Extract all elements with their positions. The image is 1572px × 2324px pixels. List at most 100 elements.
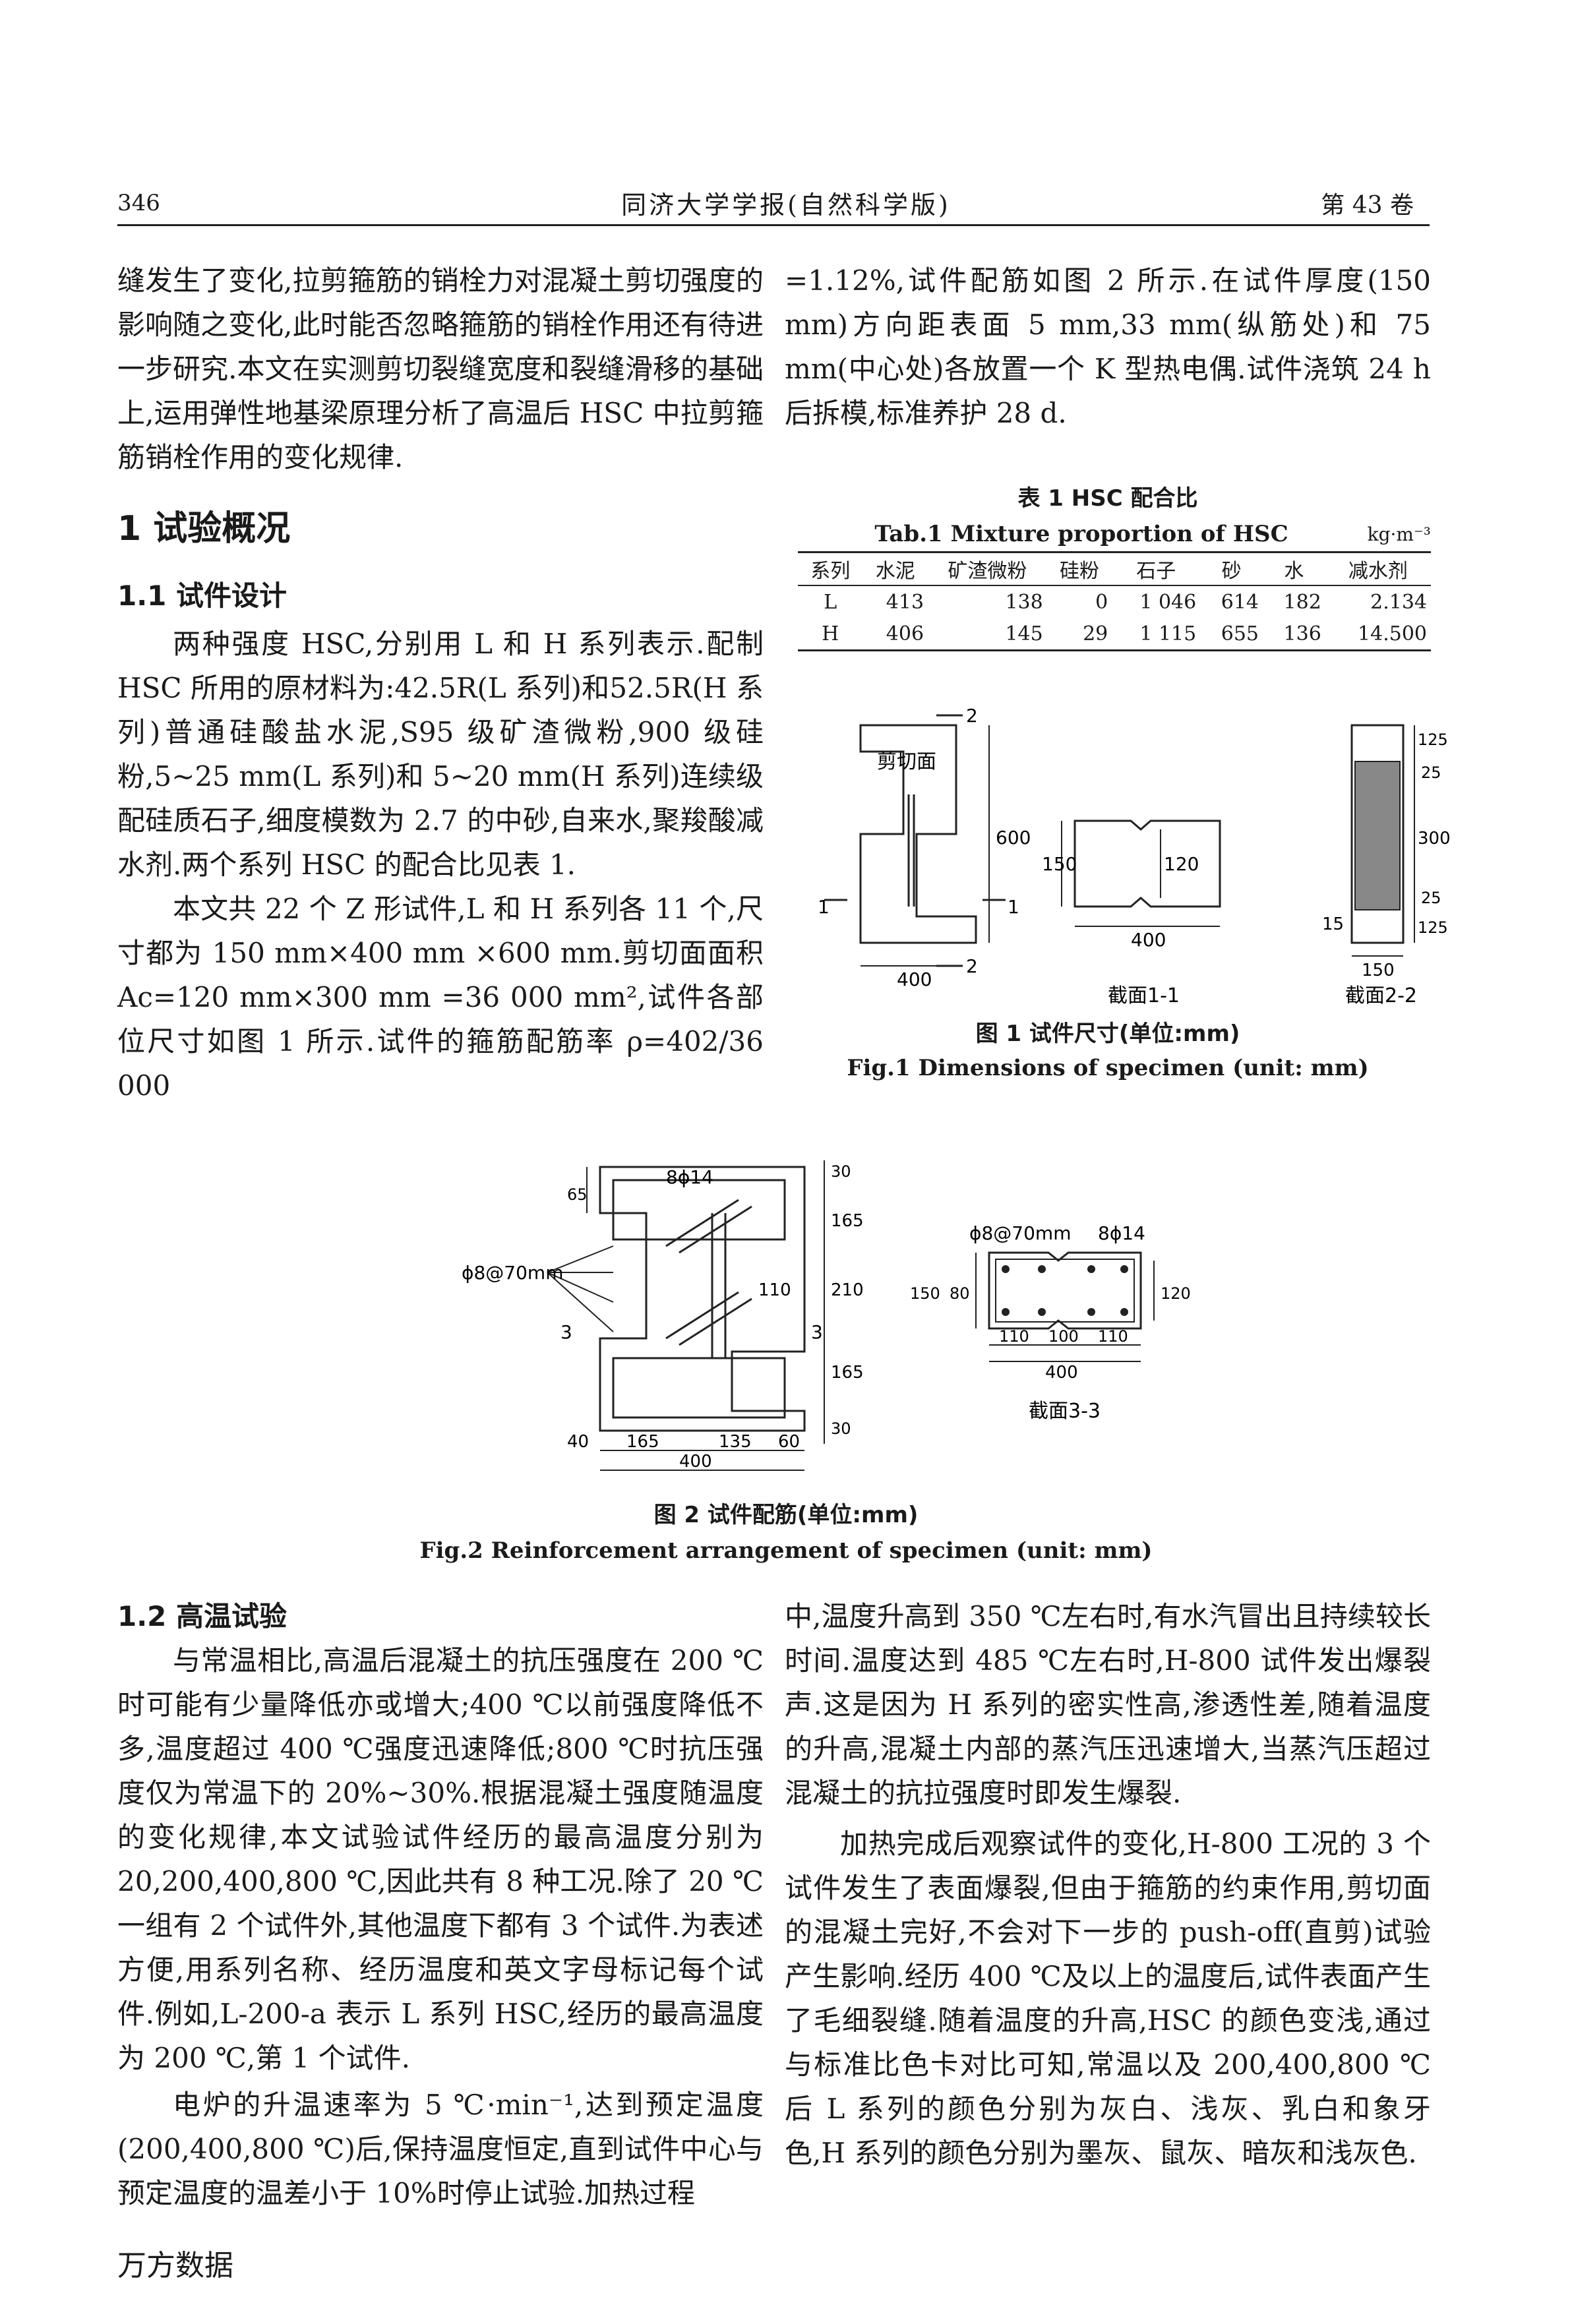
dim-150: 150 — [1042, 853, 1077, 875]
dim-125a: 125 — [1418, 730, 1448, 749]
label-section-2-2: 截面2-2 — [1345, 984, 1417, 1007]
mark-2-bottom: 2 — [966, 955, 978, 977]
paragraph: 电炉的升温速率为 5 ℃·min⁻¹,达到预定温度(200,400,800 ℃)… — [117, 2089, 764, 2209]
table-header-cell: 减水剂 — [1348, 560, 1408, 583]
dim-s110a: 110 — [999, 1327, 1029, 1346]
table-cell: 136 — [1283, 622, 1321, 645]
section-heading-1-1: 1.1 试件设计 — [117, 580, 287, 612]
table-cell: L — [824, 590, 837, 614]
figure1-caption-en: Fig.1 Dimensions of specimen (unit: mm) — [847, 1055, 1369, 1081]
table-cell: 14.500 — [1358, 622, 1427, 645]
dim-400b: 400 — [1131, 929, 1166, 951]
table-cell: 182 — [1283, 590, 1321, 614]
left-column-top: 缝发生了变化,拉剪箍筋的销栓力对混凝土剪切强度的影响随之变化,此时能否忽略箍筋的… — [117, 258, 764, 1108]
table1: 系列 水泥 矿渣微粉 硅粉 石子 砂 水 减水剂 L 413 138 0 1 0… — [798, 551, 1431, 651]
figure2-caption-en: Fig.2 Reinforcement arrangement of speci… — [419, 1537, 1153, 1564]
table-row: L 413 138 0 1 046 614 182 2.134 — [798, 585, 1431, 618]
dim-s110b: 110 — [1098, 1327, 1128, 1346]
header-rule — [117, 224, 1430, 226]
table-cell: 406 — [886, 622, 924, 645]
dim-110: 110 — [758, 1280, 791, 1300]
table-cell: 0 — [1095, 590, 1108, 614]
table-cell: 413 — [886, 590, 924, 614]
paragraph: 中,温度升高到 350 ℃左右时,有水汽冒出且持续较长时间.温度达到 485 ℃… — [785, 1600, 1431, 1809]
dim-210: 210 — [831, 1280, 864, 1300]
paragraph: 两种强度 HSC,分别用 L 和 H 系列表示.配制 HSC 所用的原材料为:4… — [117, 628, 764, 881]
mark-1-left: 1 — [818, 896, 830, 918]
table-cell: 145 — [1005, 622, 1043, 645]
figure2-diagram: 8ϕ14 ϕ8@70mm 65 30 165 210 165 30 110 40… — [462, 1160, 1191, 1472]
page-number: 346 — [117, 190, 160, 216]
table-cell: 614 — [1221, 590, 1259, 614]
dim-400: 400 — [679, 1452, 712, 1472]
dim-120: 120 — [1164, 853, 1199, 875]
dim-25a: 25 — [1421, 763, 1441, 782]
dim-165c: 165 — [626, 1432, 659, 1452]
dim-s120: 120 — [1161, 1284, 1191, 1303]
dim-15: 15 — [1322, 914, 1344, 934]
label-section-1-1: 截面1-1 — [1108, 984, 1180, 1007]
dim-40: 40 — [567, 1432, 589, 1452]
paragraph: 加热完成后观察试件的变化,H-800 工况的 3 个试件发生了表面爆裂,但由于箍… — [785, 1828, 1431, 2169]
label-section-stirrup: ϕ8@70mm — [969, 1222, 1071, 1244]
dim-s400: 400 — [1045, 1363, 1078, 1383]
mark-1-right: 1 — [1008, 896, 1019, 918]
mark-2-top: 2 — [966, 705, 978, 727]
table-cell: 138 — [1005, 590, 1043, 614]
dim-600: 600 — [996, 827, 1031, 849]
label-shear-plane: 剪切面 — [877, 750, 936, 773]
dim-150b: 150 — [1362, 961, 1395, 980]
dim-s150: 150 — [910, 1284, 940, 1303]
dim-135: 135 — [719, 1432, 752, 1452]
table-header-cell: 系列 — [810, 560, 851, 583]
mark-3-right: 3 — [811, 1321, 823, 1343]
figure2-caption-cn: 图 2 试件配筋(单位:mm) — [653, 1502, 919, 1528]
dim-165a: 165 — [831, 1211, 864, 1231]
paragraph: =1.12%,试件配筋如图 2 所示.在试件厚度(150 mm)方向距表面 5 … — [785, 264, 1431, 429]
table-cell: 29 — [1083, 622, 1108, 645]
dim-165b: 165 — [831, 1363, 864, 1383]
label-stirrup: ϕ8@70mm — [462, 1262, 563, 1284]
table-cell: H — [822, 622, 839, 645]
table-header-cell: 水泥 — [875, 560, 915, 583]
right-column-top: =1.12%,试件配筋如图 2 所示.在试件厚度(150 mm)方向距表面 5 … — [785, 258, 1431, 435]
table1-caption-cn: 表 1 HSC 配合比 — [1017, 485, 1198, 512]
table-cell: 2.134 — [1370, 590, 1427, 614]
dim-30b: 30 — [831, 1419, 851, 1438]
table-cell: 655 — [1221, 622, 1259, 645]
left-column-bottom: 1.2 高温试验 与常温相比,高温后混凝土的抗压强度在 200 ℃时可能有少量降… — [117, 1594, 764, 2215]
dim-65: 65 — [567, 1185, 588, 1204]
label-section-bar: 8ϕ14 — [1098, 1222, 1145, 1244]
paragraph: 本文共 22 个 Z 形试件,L 和 H 系列各 11 个,尺寸都为 150 m… — [117, 893, 764, 1102]
footer-watermark: 万方数据 — [117, 2249, 233, 2282]
section-heading-1-2: 1.2 高温试验 — [117, 1600, 287, 1632]
table-header-cell: 石子 — [1136, 560, 1176, 583]
journal-title: 同济大学学报(自然科学版) — [621, 191, 951, 220]
label-bar-long: 8ϕ14 — [666, 1166, 713, 1188]
dim-400a: 400 — [897, 968, 932, 990]
figure1-caption-cn: 图 1 试件尺寸(单位:mm) — [975, 1021, 1240, 1047]
figure1-diagram: 剪切面 600 400 150 120 400 15 125 25 300 12… — [818, 705, 1451, 1007]
dim-125b: 125 — [1418, 918, 1448, 937]
table-cell: 1 046 — [1139, 590, 1197, 614]
table1-caption-en: Tab.1 Mixture proportion of HSC — [874, 521, 1288, 547]
dim-300: 300 — [1418, 829, 1451, 849]
table-header-cell: 砂 — [1221, 560, 1242, 583]
table-header-cell: 矿渣微粉 — [948, 560, 1027, 583]
table-cell: 1 115 — [1139, 622, 1197, 645]
right-column-bottom: 中,温度升高到 350 ℃左右时,有水汽冒出且持续较长时间.温度达到 485 ℃… — [785, 1594, 1431, 2175]
section-heading-1: 1 试验概况 — [117, 509, 291, 549]
dim-60: 60 — [778, 1432, 800, 1452]
table-header-row: 系列 水泥 矿渣微粉 硅粉 石子 砂 水 减水剂 — [798, 552, 1431, 585]
paragraph: 缝发生了变化,拉剪箍筋的销栓力对混凝土剪切强度的影响随之变化,此时能否忽略箍筋的… — [117, 264, 764, 473]
dim-25b: 25 — [1421, 889, 1441, 907]
paragraph: 与常温相比,高温后混凝土的抗压强度在 200 ℃时可能有少量降低亦或增大;400… — [117, 1644, 764, 2074]
table-header-cell: 硅粉 — [1059, 560, 1099, 583]
mark-3-left: 3 — [560, 1321, 572, 1343]
dim-s100: 100 — [1048, 1327, 1079, 1346]
dim-s80: 80 — [950, 1284, 970, 1303]
label-section-3-3: 截面3-3 — [1029, 1400, 1101, 1423]
table1-block: Tab.1 Mixture proportion of HSC kg·m⁻³ 系… — [798, 521, 1431, 651]
volume-label: 第 43 卷 — [1321, 192, 1414, 219]
table-header-cell: 水 — [1284, 560, 1304, 583]
